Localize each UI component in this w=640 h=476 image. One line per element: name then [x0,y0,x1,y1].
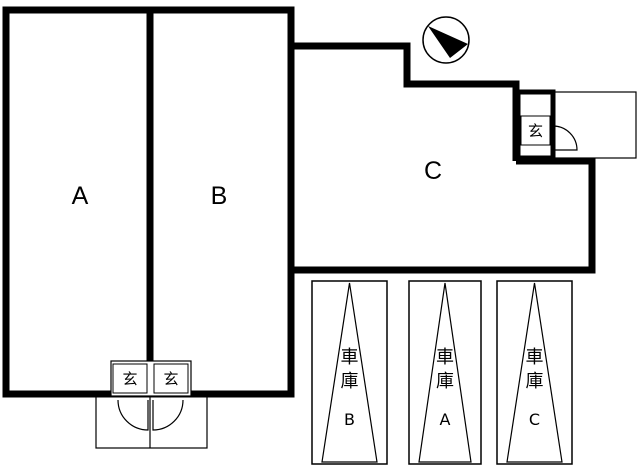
entrances-a-b: 玄 玄 [95,360,208,449]
garage-letter-b: B [344,410,355,429]
garage-char-1: 車 [526,347,544,368]
genkan-label-b: 玄 [163,370,178,388]
unit-label-b: B [211,182,228,210]
door-swing-c [552,125,578,151]
garage-char-2: 庫 [436,371,454,392]
north-arrow-icon [422,16,470,64]
garage-space-a: 車 庫 A [408,280,482,465]
garage-space-c: 車 庫 C [496,280,573,465]
unit-label-a: A [72,182,89,210]
genkan-box-a [112,363,148,394]
genkan-label-a: 玄 [122,370,137,388]
genkan-box-c [520,115,551,146]
garage-char-1: 車 [341,347,359,368]
porch-c [552,91,637,159]
garage-letter-c: C [529,410,540,429]
unit-label-c: C [424,157,442,185]
porch-a-b [95,393,208,449]
garage-char-2: 庫 [526,371,544,392]
unit-c-building: 玄 [291,42,637,274]
door-swing-b [152,399,184,431]
garage-space-b: 車 庫 B [311,280,388,465]
garage-char-1: 車 [436,347,454,368]
unit-a-b-building [2,6,295,398]
door-swing-a [117,399,149,431]
garage-char-2: 庫 [341,371,359,392]
genkan-label-c: 玄 [528,122,543,140]
garage-letter-a: A [440,410,451,429]
genkan-box-b [153,363,189,394]
